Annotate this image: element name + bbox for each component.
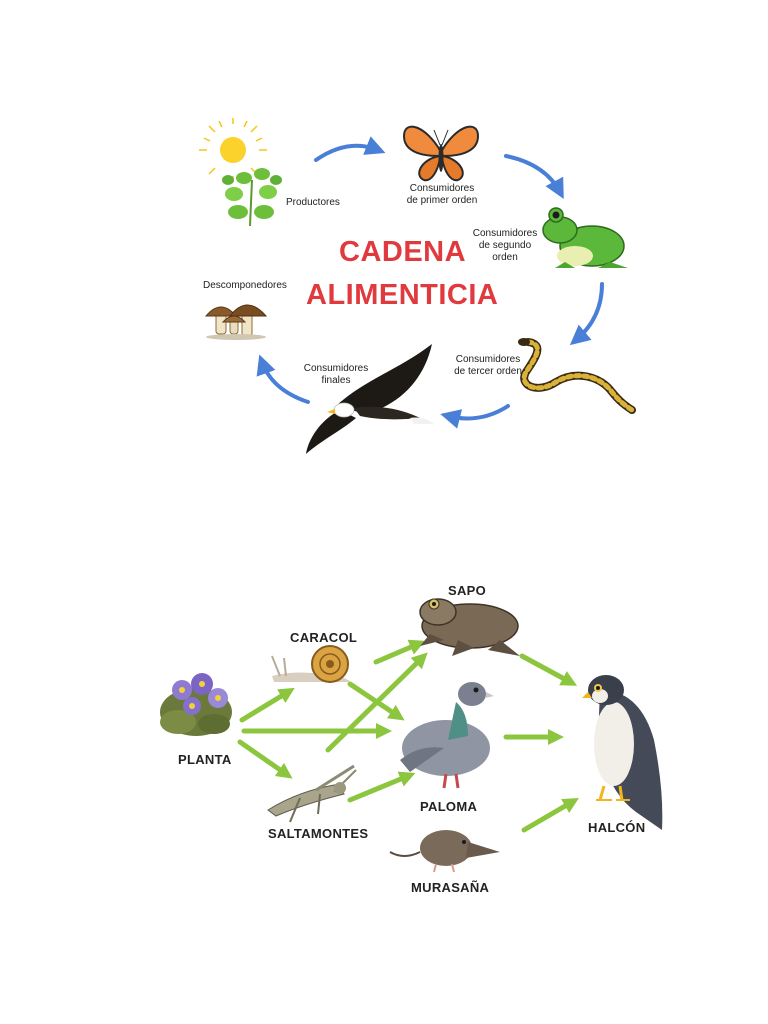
label-murasana: MURASAÑA xyxy=(411,880,490,895)
falcon-icon xyxy=(582,675,663,830)
mushroom-icon xyxy=(204,304,268,340)
label-tercer-orden-line2: de tercer orden xyxy=(454,366,522,377)
arrow-tercer-orden-to-finales xyxy=(440,404,510,429)
arrow-sapo-to-halcon xyxy=(519,653,578,686)
flower-plant-icon xyxy=(160,673,232,736)
eagle-icon xyxy=(306,344,434,454)
label-finales: Consumidores finales xyxy=(300,363,372,387)
label-halcon: HALCÓN xyxy=(588,820,646,835)
label-saltamontes: SALTAMONTES xyxy=(268,826,369,841)
label-tercer-orden: Consumidores de tercer orden xyxy=(450,354,526,378)
arrow-productores-to-primer-orden xyxy=(314,136,386,162)
label-tercer-orden-line1: Consumidores xyxy=(455,354,521,365)
label-descomponedores: Descomponedores xyxy=(203,280,287,291)
food-chain-art xyxy=(199,118,636,454)
label-segundo-orden-line1: Consumidores xyxy=(472,228,538,239)
arrow-segundo-to-tercer-orden xyxy=(569,282,604,346)
arrow-primer-to-segundo-orden xyxy=(504,154,564,200)
sun-and-plant-icon xyxy=(199,118,282,227)
arrow-planta-to-caracol xyxy=(239,687,295,723)
butterfly-icon xyxy=(402,125,480,182)
label-planta: PLANTA xyxy=(178,752,232,767)
arrow-caracol-to-sapo xyxy=(373,639,426,665)
arrow-caracol-to-paloma xyxy=(347,681,405,721)
arrow-planta-to-saltamontes xyxy=(237,739,293,779)
label-segundo-orden-line2: de segundo xyxy=(478,240,532,251)
arrow-saltamontes-to-sapo xyxy=(325,652,428,753)
label-segundo-orden: Consumidores de segundo orden xyxy=(470,228,540,264)
label-finales-line2: finales xyxy=(321,375,351,386)
label-caracol: CARACOL xyxy=(290,630,358,645)
snail-icon xyxy=(271,645,352,683)
shrew-icon xyxy=(389,830,500,873)
chain-title-line2: ALIMENTICIA xyxy=(306,279,499,311)
arrow-murasana-to-halcon xyxy=(521,797,579,833)
arrow-finales-to-descomponedores xyxy=(256,354,310,404)
chain-title-line1: CADENA xyxy=(339,236,467,268)
frog-icon xyxy=(542,207,628,268)
label-segundo-orden-line3: orden xyxy=(492,252,518,263)
arrow-saltamontes-to-paloma xyxy=(347,771,416,803)
label-finales-line1: Consumidores xyxy=(303,363,369,374)
label-sapo: SAPO xyxy=(448,583,487,598)
label-paloma: PALOMA xyxy=(420,799,478,814)
grasshopper-icon xyxy=(267,764,357,823)
label-primer-orden-line2: de primer orden xyxy=(406,195,478,206)
toad-icon xyxy=(419,598,520,656)
pigeon-icon xyxy=(400,682,494,789)
snake-icon xyxy=(518,338,636,414)
label-primer-orden-line1: Consumidores xyxy=(409,183,475,194)
label-primer-orden: Consumidores de primer orden xyxy=(400,183,484,207)
label-productores: Productores xyxy=(286,197,340,208)
